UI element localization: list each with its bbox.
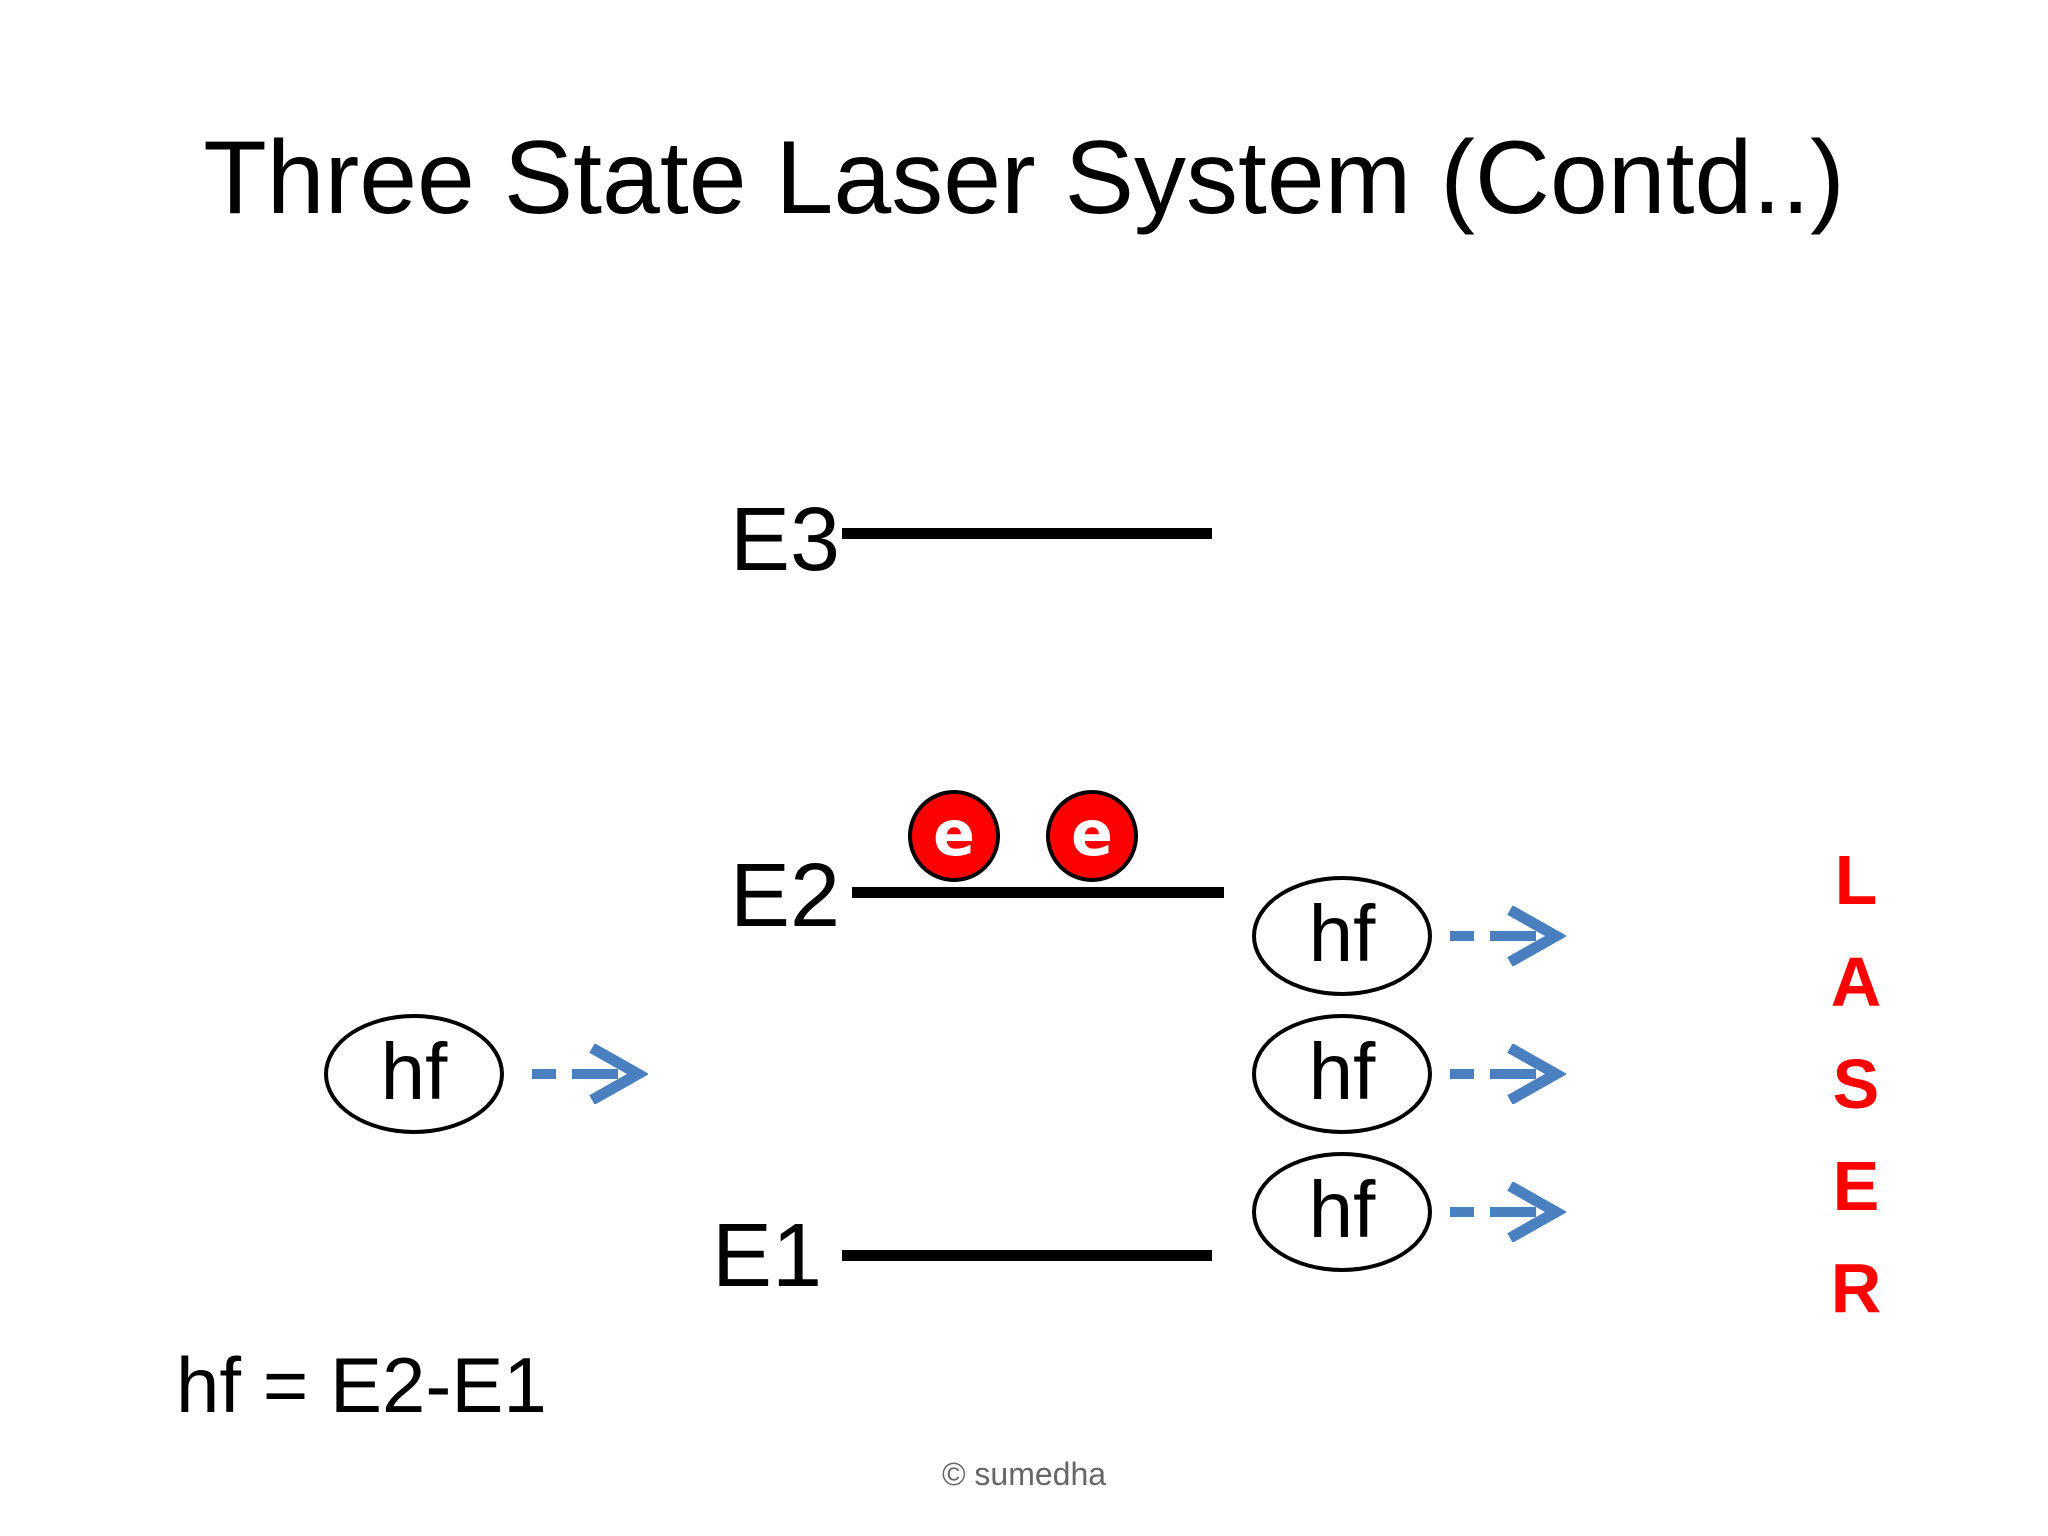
photon-emitted-1: hf: [1252, 876, 1432, 996]
electron-1: e: [908, 790, 1000, 882]
photon-emitted-2: hf: [1252, 1014, 1432, 1134]
laser-letter-e: E: [1832, 1147, 1880, 1225]
laser-letter-a: A: [1830, 943, 1882, 1021]
level-line-e2: [852, 887, 1224, 898]
level-label-e2: E2: [730, 846, 841, 946]
level-label-e1: E1: [712, 1206, 823, 1306]
level-label-e3: E3: [730, 490, 841, 590]
arrow-right-icon: [1450, 906, 1566, 966]
laser-letter-l: L: [1834, 841, 1878, 919]
arrow-right-icon: [1450, 1182, 1566, 1242]
slide-title: Three State Laser System (Contd..): [203, 120, 1845, 236]
level-line-e1: [842, 1250, 1212, 1261]
photon-emitted-3: hf: [1252, 1152, 1432, 1272]
photon-energy-equation: hf = E2-E1: [176, 1341, 547, 1429]
arrow-right-icon: [532, 1044, 648, 1104]
electron-2: e: [1046, 790, 1138, 882]
level-line-e3: [842, 528, 1212, 539]
copyright-notice: © sumedha: [941, 1456, 1107, 1492]
photon-incident: hf: [324, 1014, 504, 1134]
laser-letter-s: S: [1832, 1045, 1880, 1123]
laser-letter-r: R: [1830, 1249, 1882, 1327]
arrow-right-icon: [1450, 1044, 1566, 1104]
